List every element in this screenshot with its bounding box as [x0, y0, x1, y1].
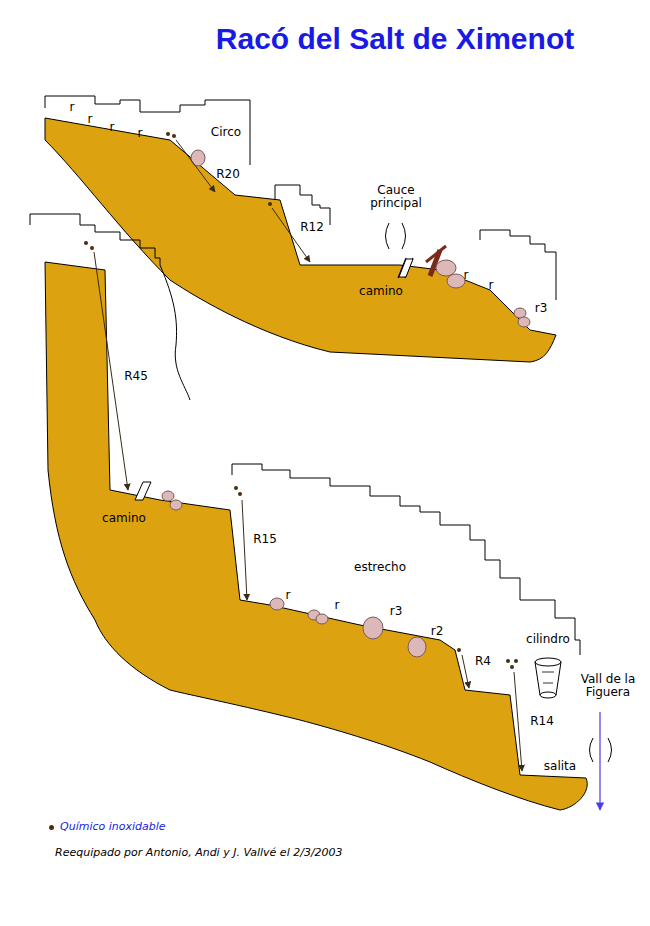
feature-label: estrecho	[354, 561, 406, 574]
feature-label: r3	[390, 605, 403, 618]
rappel-length: R14	[530, 715, 554, 728]
rappel-length: R4	[475, 655, 491, 668]
rappel-length: R20	[216, 168, 240, 181]
feature-label: r	[138, 127, 143, 140]
feature-label: r	[335, 599, 340, 612]
legend-text: Químico inoxidable	[60, 820, 166, 833]
feature-label: r	[286, 589, 291, 602]
credit-note: Reequipado por Antonio, Andi y J. Vallvé…	[55, 846, 343, 859]
feature-label: camino	[102, 512, 146, 525]
feature-label: r	[464, 269, 469, 282]
rappel-length: R15	[253, 533, 277, 546]
feature-label: salita	[544, 760, 576, 773]
anchor-dot-sample	[49, 825, 54, 830]
legend-row: Químico inoxidable	[49, 820, 166, 833]
area-name: Cauce principal	[361, 184, 431, 210]
diagram-title: Racó del Salt de Ximenot	[216, 22, 574, 56]
rappel-length: R12	[300, 221, 324, 234]
feature-label: Circo	[211, 126, 241, 139]
feature-label: r	[489, 279, 494, 292]
feature-label: r	[70, 101, 75, 114]
area-name: Vall de la Figuera	[573, 673, 643, 699]
feature-label: cilindro	[526, 633, 570, 646]
feature-label: r2	[431, 625, 444, 638]
rappel-length: R45	[124, 370, 148, 383]
feature-label: r3	[535, 302, 548, 315]
feature-label: r	[110, 121, 115, 134]
feature-label: camino	[359, 285, 403, 298]
feature-label: r	[88, 113, 93, 126]
